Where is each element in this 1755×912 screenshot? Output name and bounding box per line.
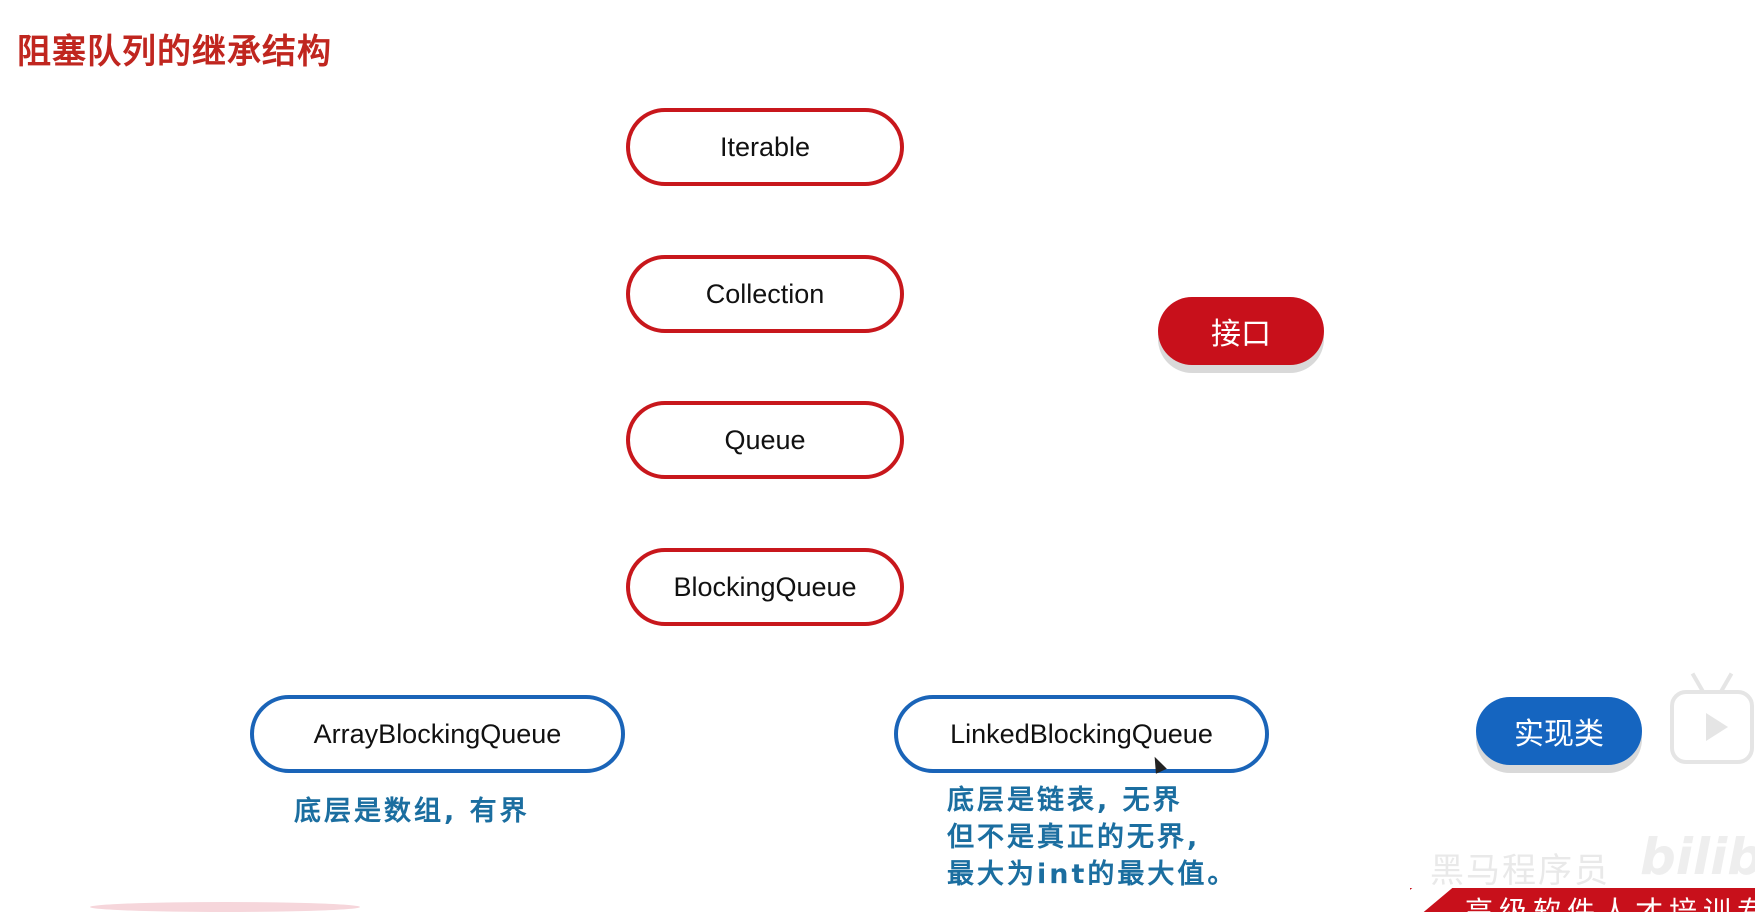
watermark-banner: 高级软件人才培训专家 [1410,888,1755,912]
play-icon [1706,713,1728,741]
decorative-stroke [90,902,360,912]
note-line: 底层是数组, 有界 [294,796,530,827]
bilibili-logo: bilibili [1640,828,1755,886]
note-arrayblockingqueue: 底层是数组, 有界 [294,793,530,830]
page-title: 阻塞队列的继承结构 [17,32,332,72]
note-line: 最大为int的最大值。 [947,859,1238,890]
node-blockingqueue: BlockingQueue [626,548,904,626]
bilibili-tv-icon [1670,690,1754,764]
node-arrayblockingqueue: ArrayBlockingQueue [250,695,625,773]
note-linkedblockingqueue: 底层是链表, 无界 但不是真正的无界, 最大为int的最大值。 [947,782,1237,893]
node-queue: Queue [626,401,904,479]
legend-interface: 接口 [1158,297,1324,365]
legend-implementation: 实现类 [1476,697,1642,765]
note-line: 但不是真正的无界, [947,822,1201,853]
note-line: 底层是链表, 无界 [947,785,1183,816]
node-iterable: Iterable [626,108,904,186]
node-linkedblockingqueue: LinkedBlockingQueue [894,695,1269,773]
node-collection: Collection [626,255,904,333]
banner-text: 高级软件人才培训专家 [1465,895,1755,912]
watermark-text: 黑马程序员 [1430,851,1610,891]
